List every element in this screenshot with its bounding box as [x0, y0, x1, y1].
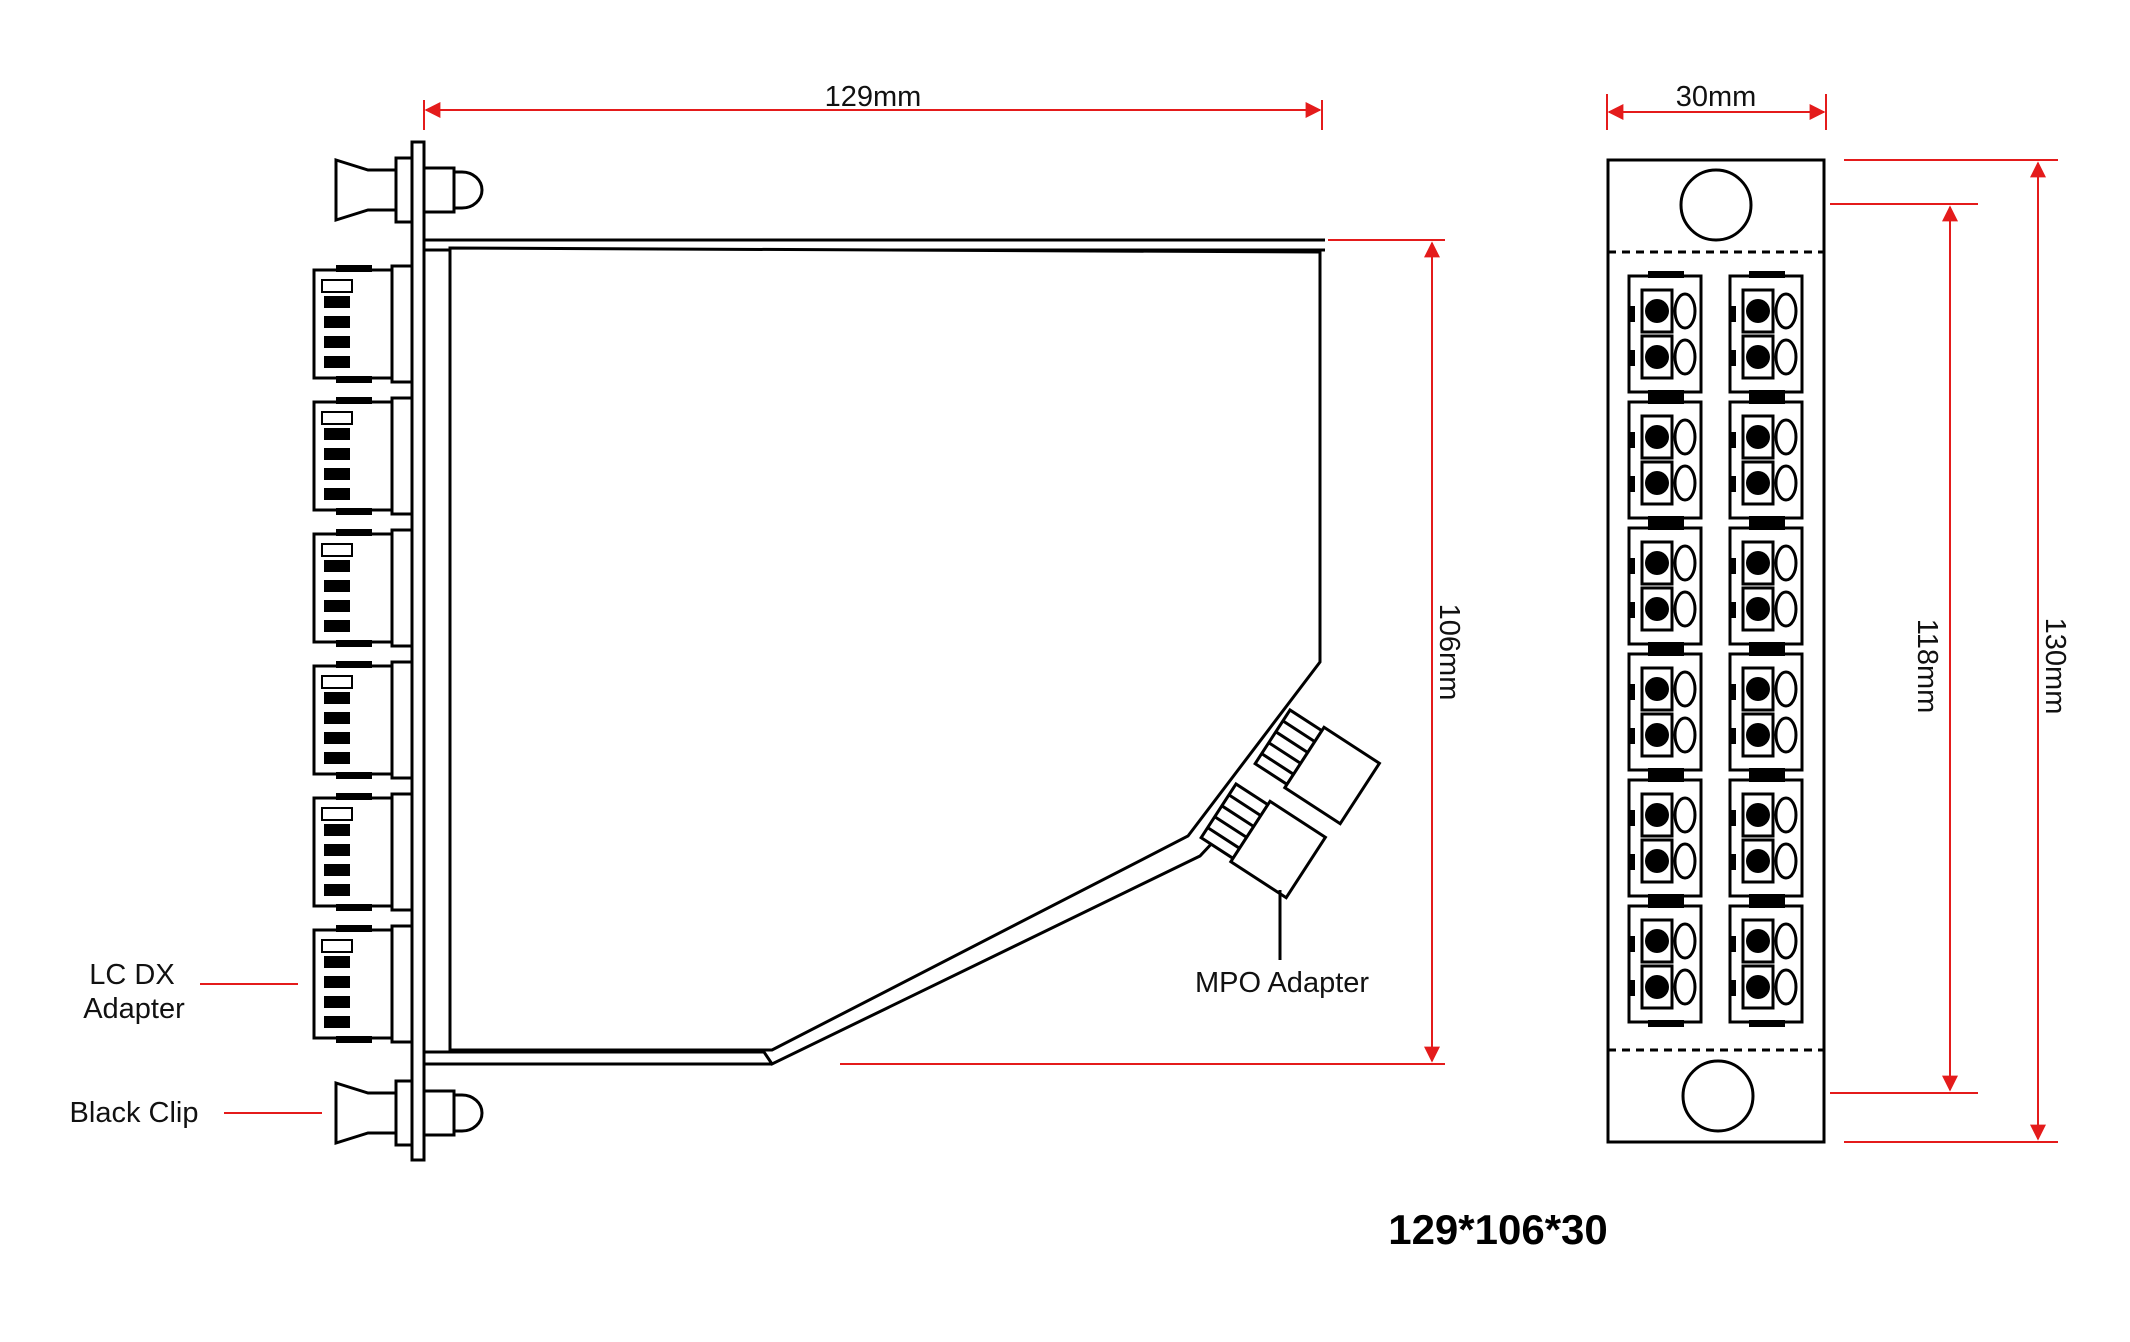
bottom-black-clip — [334, 1079, 484, 1147]
cassette-body — [424, 238, 1325, 1066]
height-dimension-106: 106mm — [840, 239, 1465, 1065]
inner-height-dim-label: 118mm — [1911, 619, 1943, 714]
front-panel-plate — [410, 140, 426, 1162]
lc-adapter-stack — [312, 264, 414, 1045]
width-dimension-30: 30mm — [1606, 81, 1827, 130]
front-width-dim-label: 30mm — [1676, 81, 1757, 113]
lc-adapter-front — [1728, 773, 1804, 903]
top-black-clip — [334, 156, 484, 224]
mounting-hole-bottom — [1681, 1059, 1755, 1133]
lc-adapter — [312, 527, 414, 649]
lc-adapter-label-line1: LC DX — [89, 959, 174, 991]
lc-adapter-front — [1728, 899, 1804, 1029]
lc-adapter-front — [1728, 647, 1804, 777]
mounting-hole-top — [1679, 168, 1753, 242]
lc-adapter-front — [1627, 271, 1703, 397]
mpo-adapter-lower — [1199, 781, 1328, 900]
outer-height-dim-label: 130mm — [2039, 618, 2071, 715]
lc-adapter-front — [1728, 521, 1804, 651]
overall-size-label: 129*106*30 — [1388, 1206, 1608, 1253]
lc-adapter — [312, 923, 414, 1045]
mpo-adapter-upper — [1253, 707, 1382, 826]
lc-adapter — [312, 791, 414, 913]
lc-adapter — [312, 659, 414, 781]
lc-adapter-label-line2: Adapter — [83, 993, 185, 1025]
callout-mpo-adapter: MPO Adapter — [1195, 967, 1369, 999]
width-dim-label: 129mm — [825, 81, 922, 113]
lc-adapter — [312, 395, 414, 517]
height-dim-label: 106mm — [1433, 604, 1465, 701]
lc-adapter-front — [1728, 395, 1804, 525]
height-dimension-130: 130mm — [1844, 159, 2071, 1143]
lc-adapter-front — [1627, 395, 1703, 525]
black-clip-label: Black Clip — [70, 1097, 199, 1129]
mpo-adapter-label: MPO Adapter — [1195, 967, 1369, 999]
lc-adapter-front — [1627, 899, 1703, 1029]
front-view: 30mm — [1606, 81, 2071, 1144]
side-view: 129mm — [70, 81, 1465, 1162]
callout-black-clip: Black Clip — [70, 1097, 322, 1129]
lc-adapter-front — [1728, 269, 1804, 399]
lc-adapter-front — [1627, 521, 1703, 651]
callout-lc-dx-adapter: LC DX Adapter — [83, 959, 298, 1025]
lc-adapter-front — [1627, 773, 1703, 903]
height-dimension-118: 118mm — [1830, 203, 1978, 1094]
lc-adapter — [312, 264, 414, 384]
lc-adapter-front — [1627, 647, 1703, 777]
width-dimension-129: 129mm — [423, 81, 1323, 130]
mpo-adapters — [1199, 707, 1382, 960]
